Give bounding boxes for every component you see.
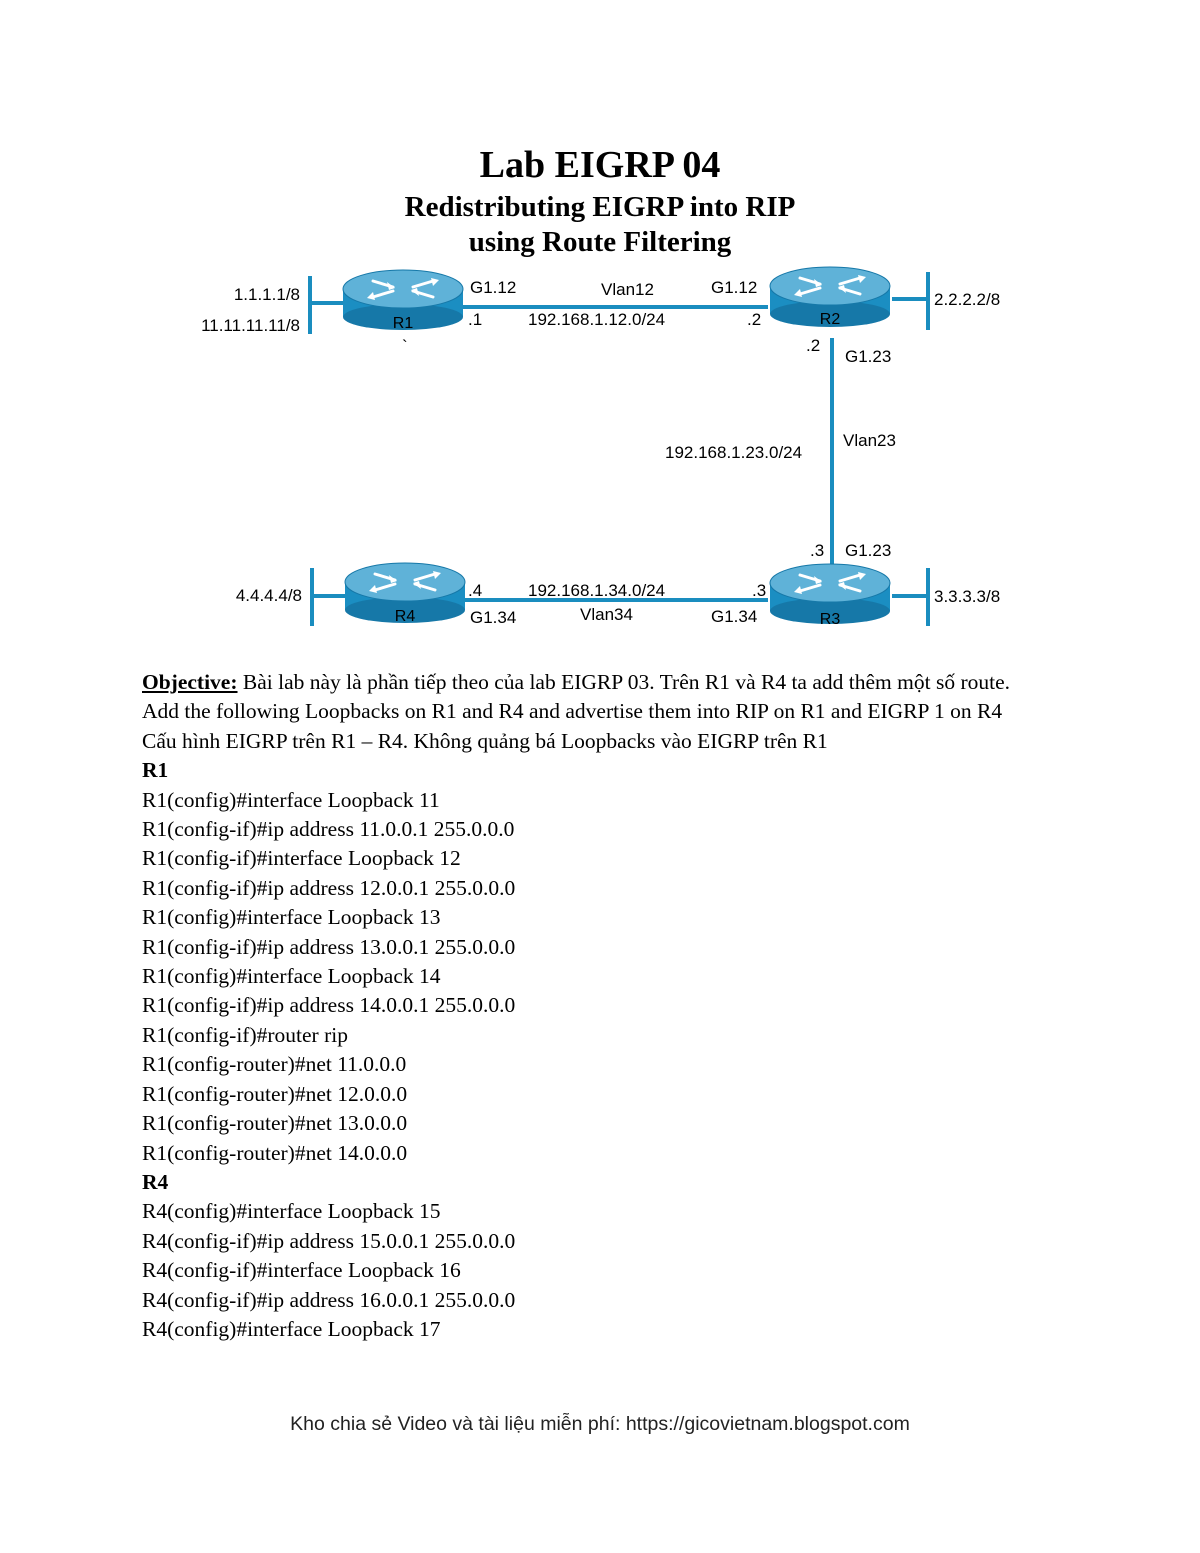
r3-host-address-23: .3 <box>810 541 824 560</box>
r4-host-address: .4 <box>468 581 482 600</box>
router-r3-label: R3 <box>820 611 841 628</box>
router-r2: R2 <box>768 265 892 329</box>
loopback-instructions: Add the following Loopbacks on R1 and R4… <box>142 699 1003 724</box>
eigrp-instructions: Cấu hình EIGRP trên R1 – R4. Không quảng… <box>142 728 828 753</box>
r2-interface-g1-23: G1.23 <box>845 347 891 366</box>
r4-loopback: 4.4.4.4/8 <box>236 586 302 605</box>
config-line: R1(config-router)#net 12.0.0.0 <box>142 1081 408 1106</box>
config-line: R1(config-if)#ip address 13.0.0.1 255.0.… <box>142 934 516 959</box>
config-line: R1(config)#interface Loopback 13 <box>142 905 441 930</box>
r3-interface-g1-34: G1.34 <box>711 607 757 626</box>
config-line: R4(config)#interface Loopback 15 <box>142 1199 441 1224</box>
config-line: R1(config-router)#net 11.0.0.0 <box>142 1052 407 1077</box>
r4-section-heading: R4 <box>142 1169 169 1194</box>
lab-subtitle-line2: using Route Filtering <box>468 226 732 258</box>
config-line: R4(config-if)#interface Loopback 16 <box>142 1258 461 1283</box>
r2-host-address-12: .2 <box>747 310 761 329</box>
r1-interface-g1-12: G1.12 <box>470 278 516 297</box>
r2-loopback: 2.2.2.2/8 <box>934 290 1000 309</box>
config-line: R1(config-if)#ip address 11.0.0.1 255.0.… <box>142 817 515 842</box>
r3-interface-g1-23: G1.23 <box>845 541 891 560</box>
config-line: R1(config-if)#router rip <box>142 1022 348 1047</box>
router-r4-label: R4 <box>395 608 416 625</box>
router-r1-label: R1 <box>393 315 414 332</box>
r1-loopback-2: 11.11.11.11/8 <box>201 316 300 335</box>
objective-paragraph: Objective: Bài lab này là phần tiếp theo… <box>142 668 1058 697</box>
r1-section-heading: R1 <box>142 758 169 783</box>
r2-interface-g1-12: G1.12 <box>711 278 757 297</box>
config-line: R4(config)#interface Loopback 17 <box>142 1316 441 1341</box>
config-line: R1(config-router)#net 13.0.0.0 <box>142 1111 408 1136</box>
config-line: R1(config)#interface Loopback 11 <box>142 787 440 812</box>
vlan12-label: Vlan12 <box>601 280 654 299</box>
network-topology-diagram: R1 R2 R3 R4 1.1.1.1/8 11.11.11.11/8 2.2.… <box>201 265 1000 628</box>
router-r2-label: R2 <box>820 311 841 328</box>
lab-subtitle-line1: Redistributing EIGRP into RIP <box>404 191 796 223</box>
lab-title: Lab EIGRP 04 <box>479 144 721 186</box>
config-line: R1(config)#interface Loopback 14 <box>142 964 441 989</box>
stray-mark: ` <box>402 337 408 356</box>
subnet-34-label: 192.168.1.34.0/24 <box>528 581 665 600</box>
config-line: R1(config-if)#ip address 14.0.0.1 255.0.… <box>142 993 516 1018</box>
objective-label: Objective: <box>142 670 238 694</box>
r2-host-address-23: .2 <box>806 336 820 355</box>
r3-host-address-34: .3 <box>752 581 766 600</box>
r4-interface-g1-34: G1.34 <box>470 608 516 627</box>
subnet-12-label: 192.168.1.12.0/24 <box>528 310 665 329</box>
objective-text: Bài lab này là phần tiếp theo của lab EI… <box>237 670 1010 694</box>
vlan34-label: Vlan34 <box>580 605 633 624</box>
config-line: R4(config-if)#ip address 16.0.0.1 255.0.… <box>142 1287 516 1312</box>
config-line: R1(config-if)#interface Loopback 12 <box>142 846 461 871</box>
vlan23-label: Vlan23 <box>843 431 896 450</box>
router-r1: R1 <box>341 268 465 332</box>
r3-loopback: 3.3.3.3/8 <box>934 587 1000 606</box>
r1-loopback-1: 1.1.1.1/8 <box>234 285 300 304</box>
config-line: R1(config-if)#ip address 12.0.0.1 255.0.… <box>142 875 516 900</box>
subnet-23-label: 192.168.1.23.0/24 <box>665 443 802 462</box>
page-footer: Kho chia sẻ Video và tài liệu miễn phí: … <box>290 1413 910 1435</box>
config-line: R1(config-router)#net 14.0.0.0 <box>142 1140 408 1165</box>
config-line: R4(config-if)#ip address 15.0.0.1 255.0.… <box>142 1228 516 1253</box>
r1-host-address: .1 <box>468 310 482 329</box>
lab-body: Objective: Bài lab này là phần tiếp theo… <box>142 668 1058 1344</box>
router-r3: R3 <box>768 562 892 628</box>
router-r4: R4 <box>343 561 467 625</box>
